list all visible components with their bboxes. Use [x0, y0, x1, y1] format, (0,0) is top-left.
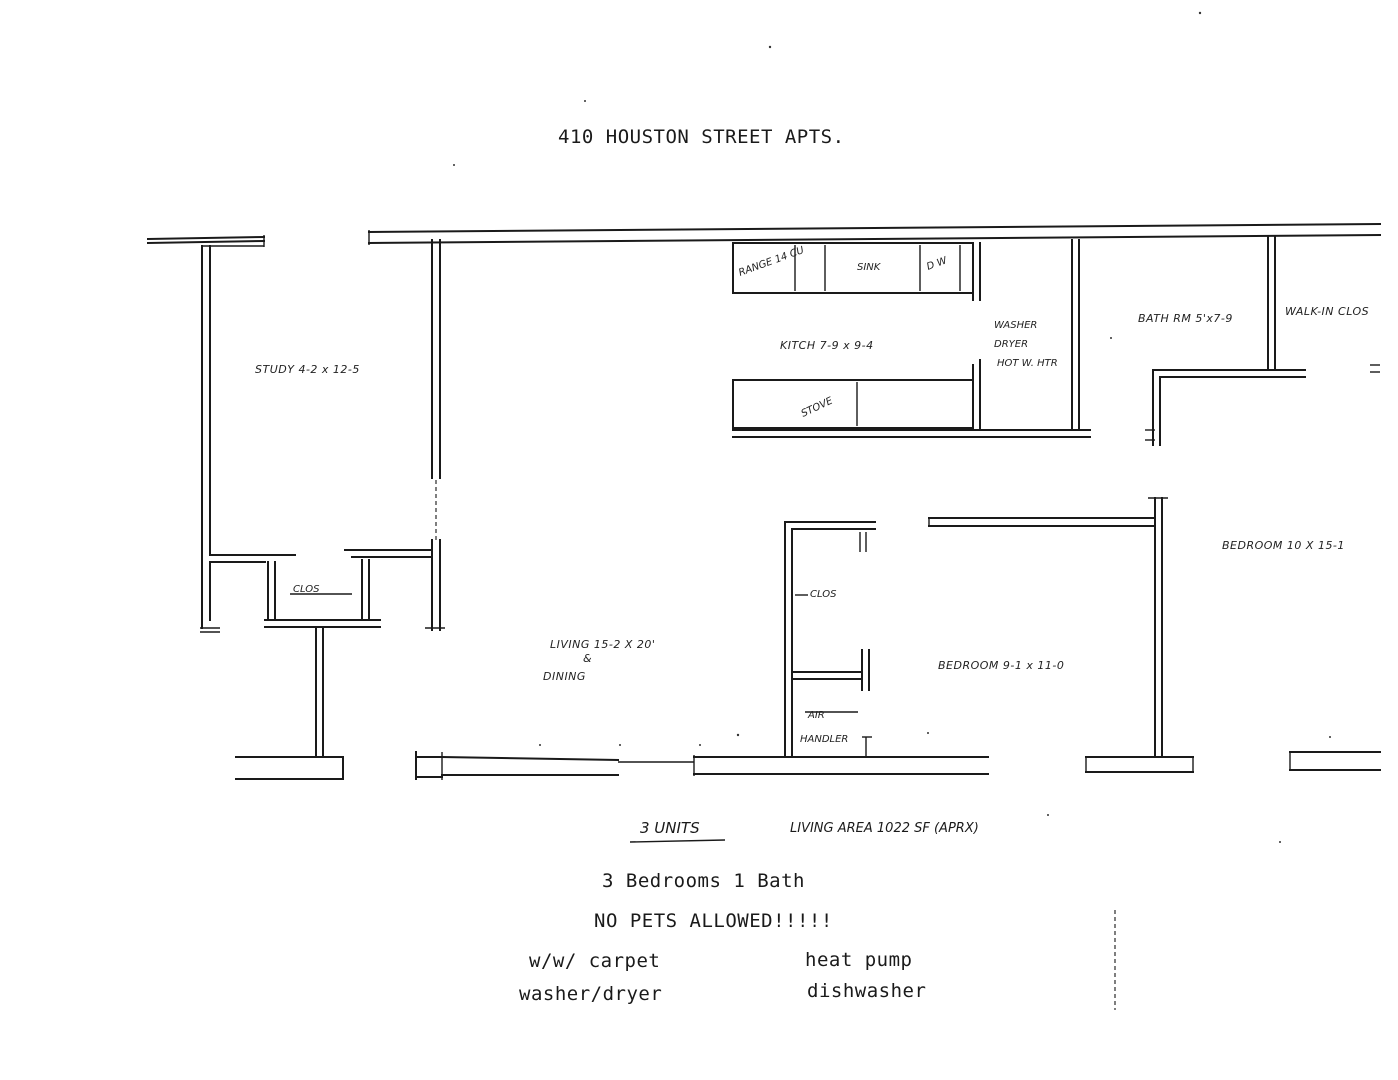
scan-specks [453, 11, 1331, 1010]
bedrooms-baths-summary: 3 Bedrooms 1 Bath [602, 870, 805, 892]
bedroom-middle-label: BEDROOM 9-1 x 11-0 [938, 659, 1064, 672]
study-closet-walls [264, 559, 381, 756]
study-walls [200, 239, 445, 633]
units-note: 3 UNITS [640, 819, 700, 837]
living-label: LIVING 15-2 X 20' [550, 638, 655, 651]
sink-label: SINK [857, 262, 882, 273]
kitchen-label: KITCH 7-9 x 9-4 [780, 339, 874, 352]
feature-washer-dryer: washer/dryer [519, 983, 663, 1005]
washer-label: WASHER [994, 320, 1037, 331]
handler-label: HANDLER [800, 734, 848, 745]
hall-closet-walls [784, 521, 876, 758]
bedroom-walls [928, 497, 1168, 758]
kitchen-walls [732, 239, 1091, 438]
study-closet-label: CLOS [293, 584, 320, 595]
dryer-label: DRYER [994, 339, 1028, 350]
stove-label: STOVE [800, 395, 836, 419]
hall-closet-label: CLOS [810, 589, 837, 600]
bath-walls [1145, 235, 1380, 446]
hot-water-heater-label: HOT W. HTR [997, 358, 1058, 369]
air-label: AIR [807, 710, 825, 721]
living-area-note: LIVING AREA 1022 SF (APRX) [790, 821, 979, 836]
feature-carpet: w/w/ carpet [529, 950, 661, 972]
page-title: 410 HOUSTON STREET APTS. [558, 126, 845, 148]
range-label: RANGE 14 CU [737, 245, 806, 279]
bath-label: BATH RM 5'x7-9 [1138, 312, 1233, 325]
living-amp-label: & [583, 652, 592, 665]
dishwasher-label: D W [925, 255, 949, 273]
feature-heat-pump: heat pump [805, 949, 913, 971]
bedroom-right-label: BEDROOM 10 X 15-1 [1222, 539, 1345, 552]
dining-label: DINING [543, 670, 586, 683]
exterior-wall-bottom [235, 751, 1381, 780]
no-pets-notice: NO PETS ALLOWED!!!!! [594, 910, 833, 932]
walk-in-closet-label: WALK-IN CLOS [1285, 305, 1369, 318]
exterior-wall-top [146, 222, 1382, 247]
feature-dishwasher: dishwasher [807, 980, 927, 1002]
study-label: STUDY 4-2 x 12-5 [255, 363, 360, 376]
